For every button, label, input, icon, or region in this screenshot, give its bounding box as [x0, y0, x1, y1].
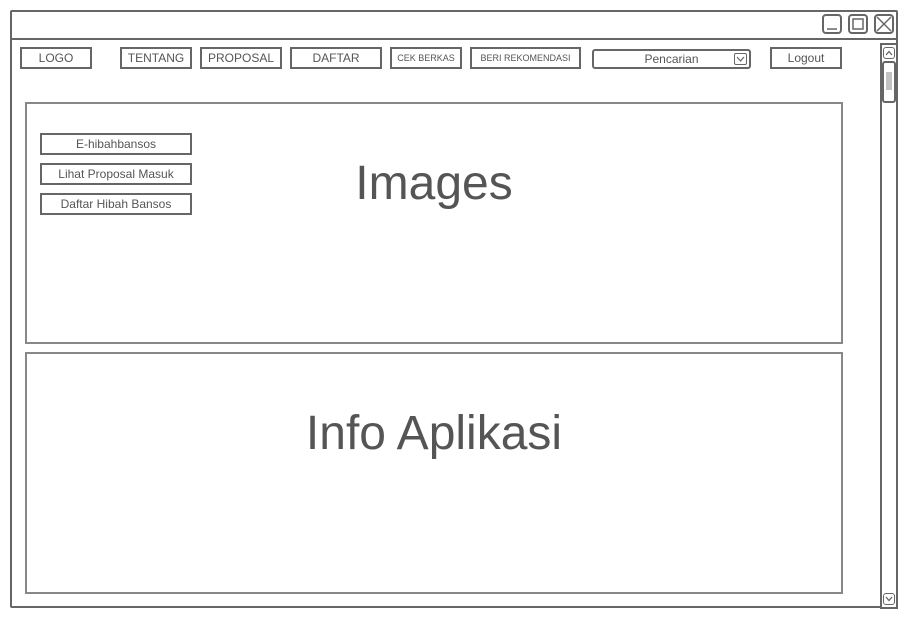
nav-beri-rekomendasi-button[interactable]: BERI REKOMENDASI	[470, 47, 581, 69]
minimize-button[interactable]	[822, 14, 842, 34]
sidebar-item-lihat-proposal[interactable]: Lihat Proposal Masuk	[40, 163, 192, 185]
app-window: LOGO TENTANG PROPOSAL DAFTAR CEK BERKAS …	[10, 10, 898, 609]
chevron-down-icon	[885, 596, 893, 602]
images-title: Images	[355, 157, 513, 210]
search-label: Pencarian	[644, 52, 699, 66]
chevron-down-icon[interactable]	[734, 53, 747, 65]
scroll-down-button[interactable]	[883, 593, 895, 605]
info-panel: Info Aplikasi	[25, 352, 843, 594]
info-title: Info Aplikasi	[305, 407, 563, 460]
minimize-icon	[827, 28, 837, 30]
close-button[interactable]	[874, 14, 894, 34]
grip-icon	[886, 72, 892, 90]
scroll-thumb[interactable]	[882, 61, 896, 103]
logout-button[interactable]: Logout	[770, 47, 842, 69]
logo[interactable]: LOGO	[20, 47, 92, 69]
vertical-scrollbar[interactable]	[880, 43, 898, 609]
maximize-icon	[852, 18, 864, 30]
images-panel: Images E-hibahbansos Lihat Proposal Masu…	[25, 102, 843, 344]
nav-tentang-button[interactable]: TENTANG	[120, 47, 192, 69]
chevron-up-icon	[885, 50, 893, 56]
search-dropdown[interactable]: Pencarian	[592, 49, 751, 69]
title-bar	[12, 12, 896, 40]
sidebar-item-ehibahbansos[interactable]: E-hibahbansos	[40, 133, 192, 155]
nav-proposal-button[interactable]: PROPOSAL	[200, 47, 282, 69]
nav-cek-berkas-button[interactable]: CEK BERKAS	[390, 47, 462, 69]
maximize-button[interactable]	[848, 14, 868, 34]
nav-daftar-button[interactable]: DAFTAR	[290, 47, 382, 69]
close-icon	[876, 16, 892, 32]
sidebar-item-daftar-hibah[interactable]: Daftar Hibah Bansos	[40, 193, 192, 215]
scroll-up-button[interactable]	[883, 47, 895, 59]
